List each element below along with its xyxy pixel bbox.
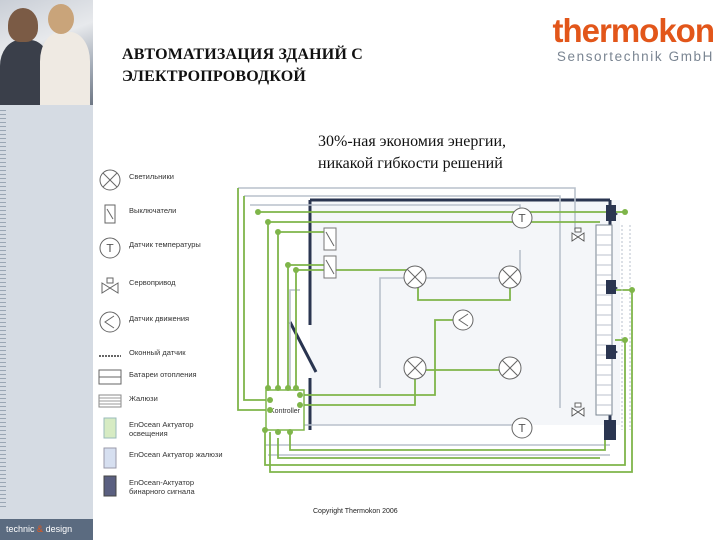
ceiling-lamps — [403, 265, 522, 380]
subtitle-line-2: никакой гибкости решений — [318, 155, 503, 172]
legend-item-temperature: T Датчик температуры — [96, 234, 236, 262]
blind-actuator-icon — [103, 447, 117, 469]
butterfly-markers — [612, 210, 618, 356]
radiator-icon — [98, 369, 122, 385]
logo-tagline: Sensortechnik GmbH — [556, 49, 714, 64]
subtitle: 30%-ная экономия энергии, никакой гибкос… — [318, 131, 578, 175]
controller-label: Kontroller — [270, 408, 301, 415]
copyright-notice: Copyright Thermokon 2006 — [313, 508, 398, 515]
technic-design-badge: technic & design — [0, 519, 93, 540]
symbol-legend: Светильники Выключатели T Датчик темпера… — [96, 160, 236, 500]
svg-text:T: T — [106, 242, 114, 255]
valve-actuators — [571, 227, 585, 417]
legend-item-motion: Датчик движения — [96, 308, 236, 336]
window-contacts — [621, 225, 631, 430]
switch-icon — [104, 204, 116, 224]
blind-slats — [596, 234, 612, 406]
temperature-sensor-icon: T — [99, 237, 121, 259]
temperature-sensors: T T — [511, 207, 533, 439]
thermokon-logo: thermokon Sensortechnik GmbH — [544, 12, 715, 69]
motion-sensor-icon — [99, 311, 121, 333]
legend-item-valve: Сервопривод — [96, 272, 236, 300]
title-line-2: ЭЛЕКТРОПРОВОДКОЙ — [122, 68, 307, 85]
legend-item-switch: Выключатели — [96, 200, 236, 228]
legend-item-lighting-actuator: EnOcean Актуатор освещения — [96, 414, 236, 442]
lamp-icon — [99, 169, 121, 191]
motion-sensor — [452, 309, 474, 331]
header-photo — [0, 0, 93, 105]
blinds-icon — [98, 394, 122, 408]
binary-actuator-icon — [103, 475, 117, 497]
terminal-dots — [255, 209, 635, 435]
sidebar-dotted-edge — [0, 110, 6, 510]
binary-actuators — [604, 205, 616, 440]
lighting-actuator-icon — [103, 417, 117, 439]
legend-item-radiator: Батареи отопления — [96, 364, 236, 392]
legend-item-blinds: Жалюзи — [96, 388, 236, 416]
valve-actuator-icon — [101, 277, 119, 294]
wall-switches — [323, 227, 337, 279]
door — [288, 321, 318, 373]
legend-item-window: Оконный датчик — [96, 342, 236, 370]
subtitle-line-1: 30%-ная экономия энергии, — [318, 133, 507, 150]
logo-wordmark: thermokon — [552, 12, 715, 49]
legend-item-blind-actuator: EnOcean Актуатор жалюзи — [96, 444, 236, 472]
window-contact-icon — [99, 355, 121, 357]
temperature-sensor-bottom-label: T — [518, 422, 526, 435]
temperature-sensor-top-label: T — [518, 212, 526, 225]
blinds-right — [595, 224, 613, 416]
page-title: АВТОМАТИЗАЦИЯ ЗДАНИЙ С ЭЛЕКТРОПРОВОДКОЙ — [122, 44, 462, 88]
title-line-1: АВТОМАТИЗАЦИЯ ЗДАНИЙ С — [122, 46, 364, 63]
legend-item-lamp: Светильники — [96, 166, 236, 194]
legend-item-binary-actuator: EnOcean-Актуатор бинарного сигнала — [96, 472, 236, 500]
